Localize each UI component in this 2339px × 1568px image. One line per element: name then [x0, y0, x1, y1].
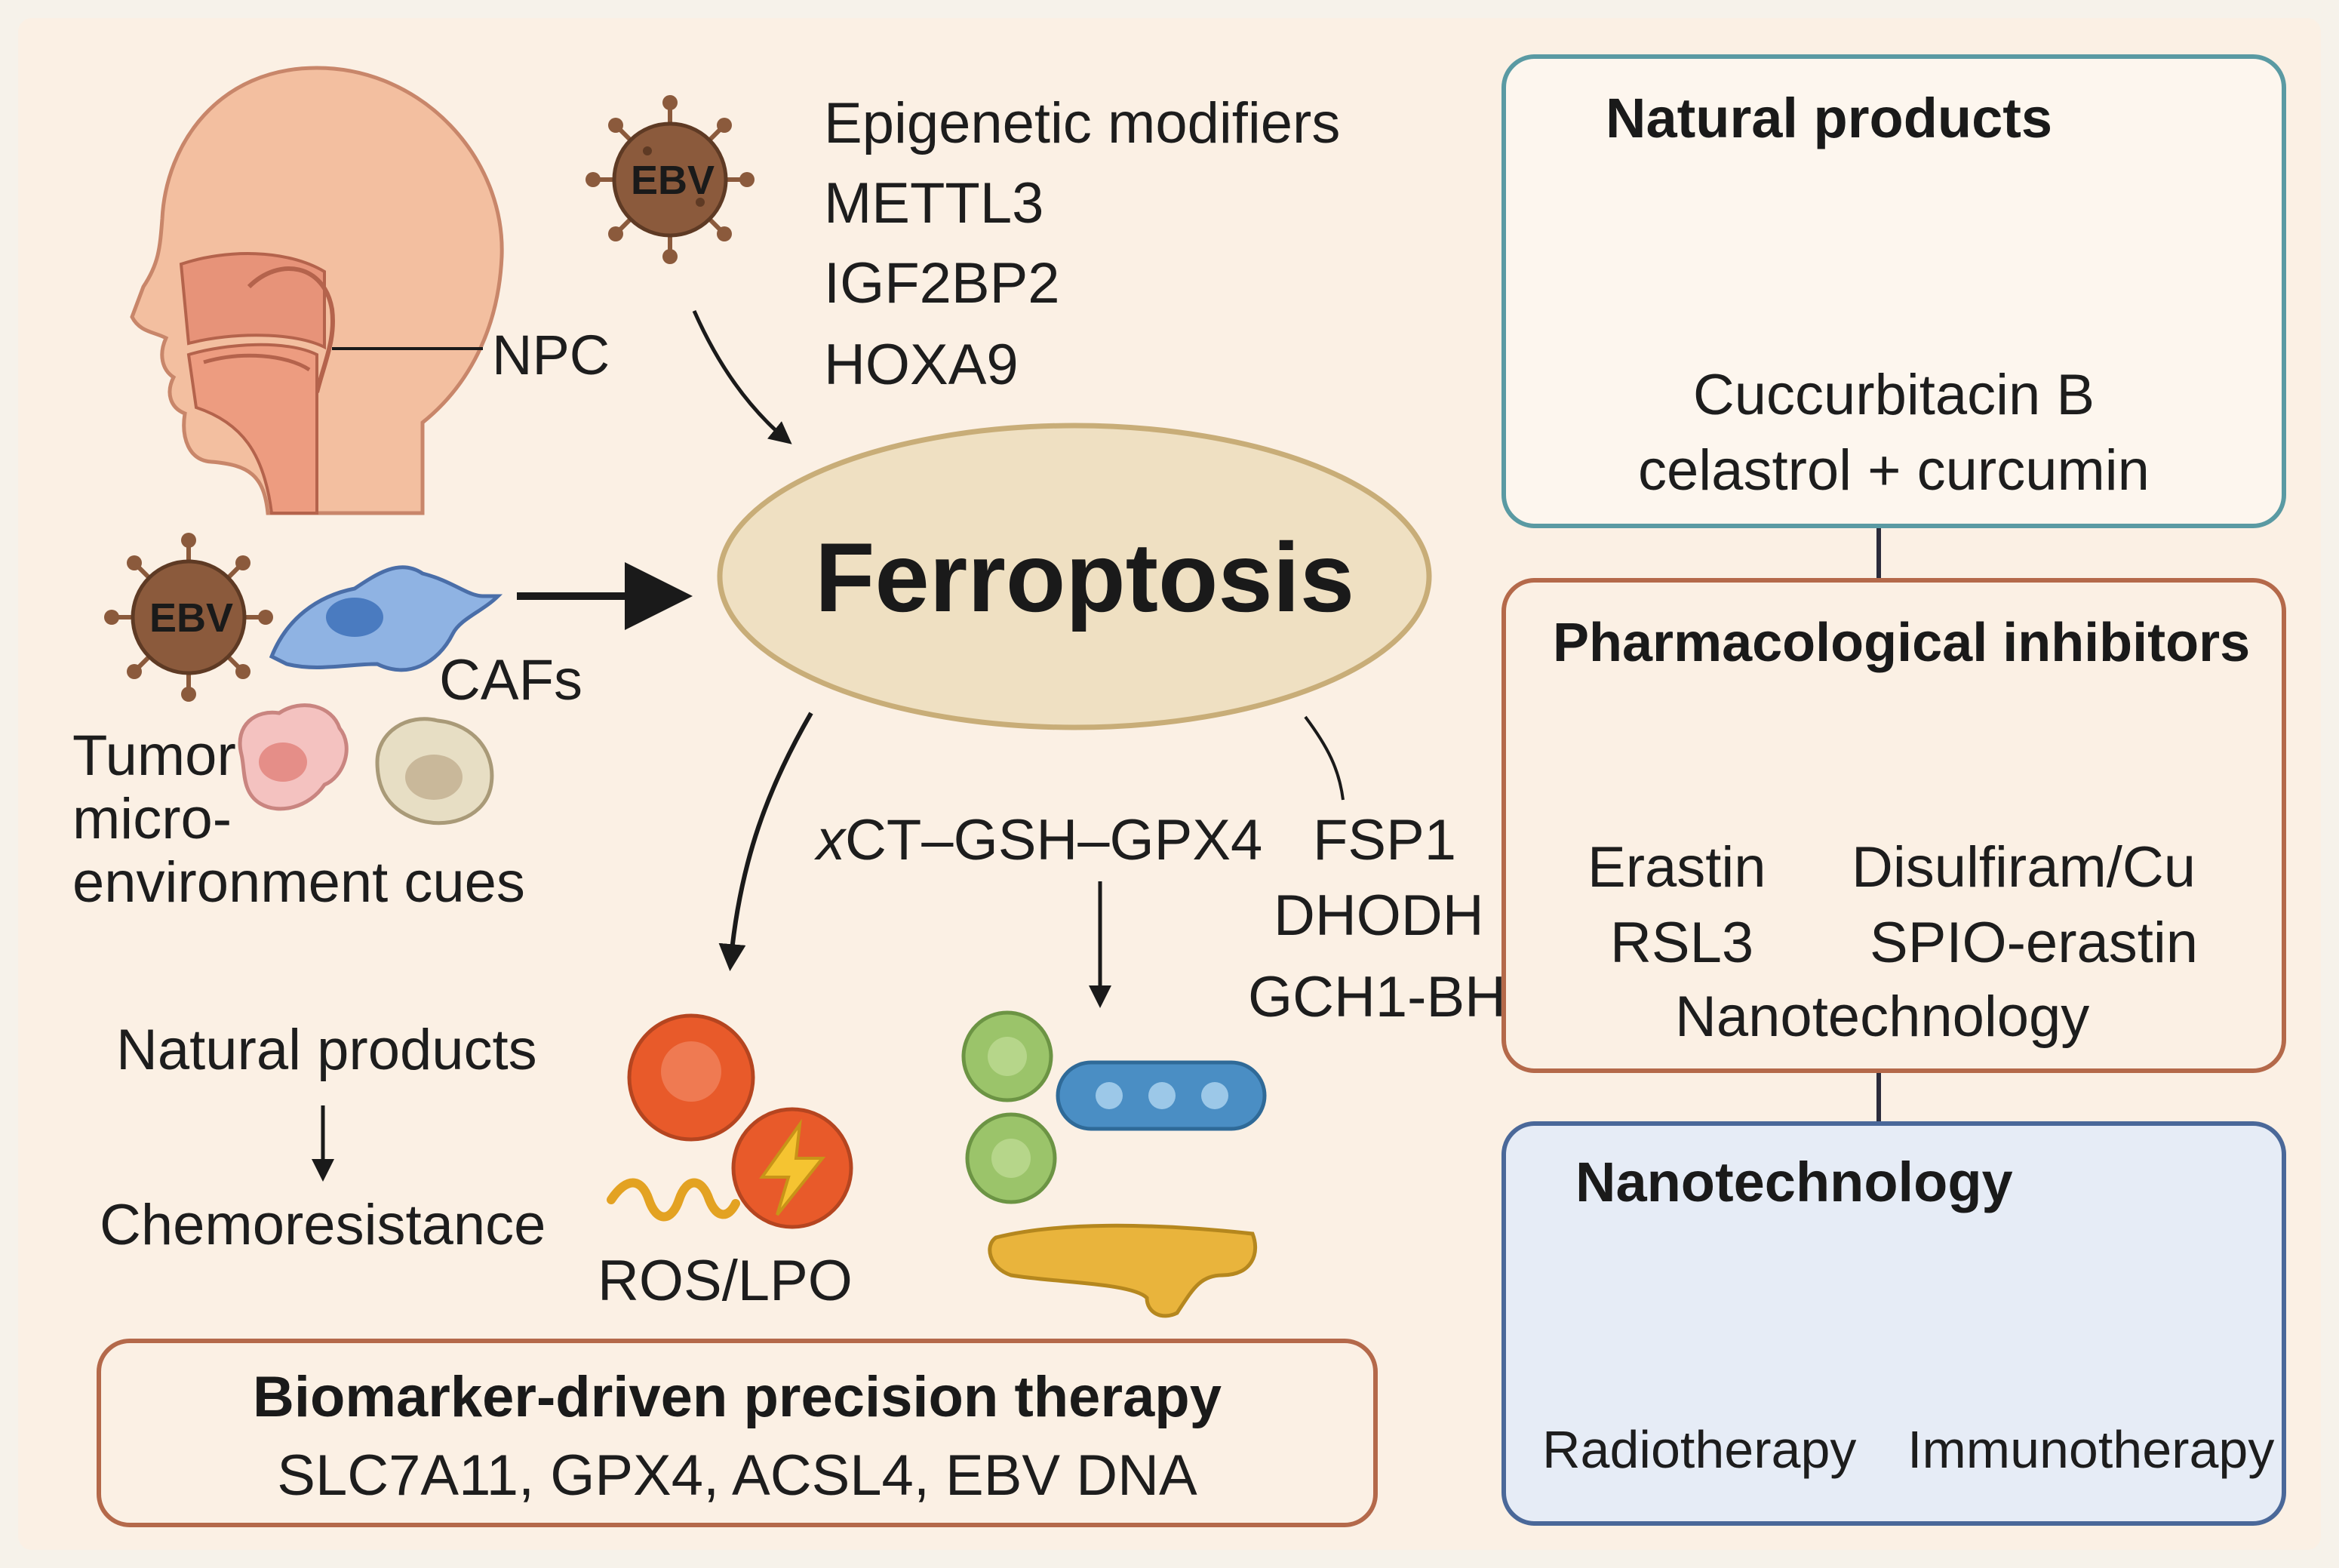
biomarker-items: SLC7A11, GPX4, ACSL4, EBV DNA: [277, 1443, 1197, 1508]
epigenetic-igf2bp2: IGF2BP2: [824, 251, 1060, 315]
nanotech-immunotherapy: Immunotherapy: [1907, 1420, 2275, 1479]
pharma-spio: SPIO-erastin: [1870, 911, 2199, 975]
ebv-virus-icon: [586, 95, 755, 264]
npc-label: NPC: [492, 324, 610, 386]
epigenetic-hoxa9: HOXA9: [824, 333, 1019, 397]
fsp1-line: [1304, 715, 1345, 801]
pharma-panel: [1501, 578, 2286, 1073]
lightning-icon: [759, 1118, 826, 1216]
gpx4-cluster-icon: [961, 1010, 1267, 1318]
epigenetic-arrow: [692, 309, 792, 444]
natural-products-panel: [1501, 54, 2286, 528]
dhodh-label: DHODH: [1274, 884, 1484, 948]
pharma-nanotech: Nanotechnology: [1675, 985, 2090, 1049]
tumor-label-1: Tumor: [72, 724, 236, 788]
cafs-label: CAFs: [439, 648, 582, 712]
epigenetic-title: Epigenetic modifiers: [824, 91, 1341, 155]
tumor-label-2: micro-: [72, 787, 232, 851]
natural-panel-title: Natural products: [1606, 87, 2053, 149]
biomarker-panel: [97, 1339, 1378, 1527]
xct-gpx4-label: xCT–GSH–GPX4: [816, 812, 1262, 869]
head-profile-icon: [130, 66, 504, 515]
pharma-erastin: Erastin: [1588, 835, 1766, 899]
xct-rest: CT–GSH–GPX4: [845, 808, 1263, 872]
xct-prefix: x: [816, 808, 845, 872]
gch1-text: GCH1-BH: [1248, 965, 1507, 1029]
epigenetic-mettl3: METTL3: [824, 171, 1044, 235]
pharma-panel-title: Pharmacological inhibitors: [1553, 613, 2251, 673]
pharma-disulfiram: Disulfiram/Cu: [1852, 835, 2196, 899]
caf-cell-icon: [269, 565, 503, 672]
chemoresistance-label: Chemoresistance: [100, 1193, 546, 1257]
nanotech-radiotherapy: Radiotherapy: [1542, 1420, 1857, 1479]
pharma-rsl3: RSL3: [1610, 911, 1754, 975]
ferroptosis-title: Ferroptosis: [815, 522, 1355, 632]
nanotech-panel: [1501, 1121, 2286, 1526]
natural-panel-line2: celastrol + curcumin: [1638, 438, 2150, 503]
ferroptosis-ellipse: [717, 423, 1432, 730]
tumor-cell-icon: [238, 703, 494, 826]
ros-icon: [607, 1013, 853, 1229]
nanotech-panel-title: Nanotechnology: [1575, 1151, 2013, 1213]
ros-arrow: [718, 712, 813, 972]
tumor-label-3: environment cues: [72, 850, 525, 915]
gch1-label: GCH1-BH4: [1248, 969, 1528, 1036]
natural-panel-line1: Cuccurbitacin B: [1692, 363, 2095, 427]
ebv-label-top: EBV: [631, 158, 715, 203]
ros-lpo-label: ROS/LPO: [598, 1249, 853, 1313]
ebv-virus-icon: [104, 533, 273, 702]
natural-products-label: Natural products: [116, 1018, 537, 1082]
biomarker-title: Biomarker-driven precision therapy: [253, 1365, 1222, 1429]
fsp1-label: FSP1: [1313, 808, 1457, 872]
ebv-label-left: EBV: [149, 595, 234, 641]
